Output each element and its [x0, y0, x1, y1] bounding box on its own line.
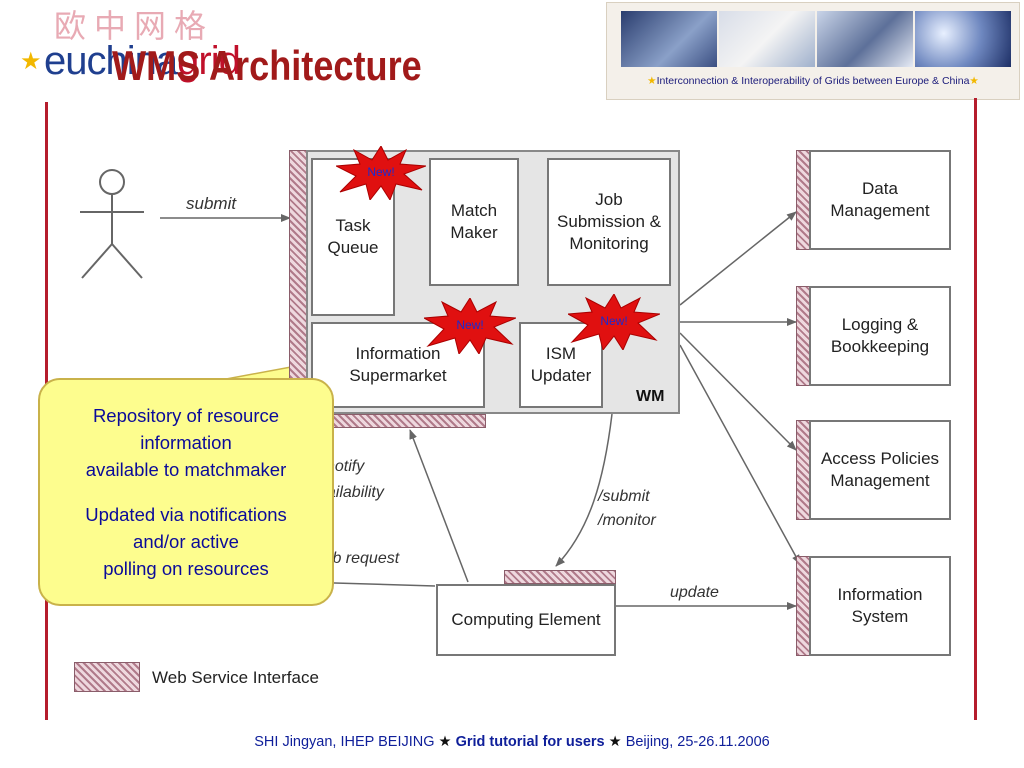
submit-monitor-label-1: /submit — [598, 488, 650, 505]
logging-bookkeeping-label: Logging & Bookkeeping — [830, 315, 930, 356]
wm-web-service-interface — [289, 150, 307, 414]
right-border-rule — [974, 98, 977, 720]
job-submission-box: Job Submission & Monitoring — [547, 158, 671, 286]
logo-part-grid: grid — [177, 39, 241, 83]
computing-element-ws-interface — [504, 570, 616, 584]
logging-bookkeeping-box: Logging & Bookkeeping — [809, 286, 951, 386]
callout-line-6: polling on resources — [103, 558, 269, 579]
match-maker-label: Match Maker — [450, 201, 498, 242]
submit-monitor-label-2: /monitor — [598, 512, 656, 529]
task-queue-label: Task Queue — [327, 216, 379, 257]
logging-ws-interface — [796, 286, 810, 386]
banner-photo-fiber — [915, 11, 1011, 67]
update-label: update — [670, 584, 719, 601]
legend-label: Web Service Interface — [152, 668, 319, 687]
job-request-label: job request — [320, 550, 400, 567]
banner-caption-text: Interconnection & Interoperability of Gr… — [656, 75, 970, 87]
computing-element-label: Computing Element — [451, 610, 601, 629]
computing-element-box: Computing Element — [436, 584, 616, 656]
information-system-label: Information System — [837, 585, 923, 626]
ism-updater-label: ISM Updater — [530, 344, 592, 385]
new-badge-text: New! — [600, 314, 628, 328]
banner-photo-people — [621, 11, 717, 67]
starburst-icon — [422, 296, 517, 356]
footer-author: SHI Jingyan, IHEP BEIJING — [254, 734, 435, 750]
starburst-icon — [566, 292, 661, 352]
page-title: WMS Architecture — [112, 42, 422, 89]
chinese-logo-text: 欧中网格 — [54, 7, 215, 45]
access-policies-label: Access Policies Management — [820, 449, 940, 490]
callout-line-3: available to matchmaker — [85, 459, 287, 480]
logo-part-euchina: euchina — [44, 39, 178, 83]
new-badge-text: New! — [456, 318, 484, 332]
footer-event: Grid tutorial for users — [455, 734, 605, 750]
data-management-ws-interface — [796, 150, 810, 250]
wm-label: WM — [636, 388, 665, 405]
information-supermarket-label: Information Supermarket — [349, 344, 447, 385]
submit-label: submit — [186, 194, 237, 213]
banner-photo-person — [817, 11, 913, 67]
new-badge-ism-updater: New! — [566, 292, 661, 352]
banner-photo-dna — [719, 11, 815, 67]
notify-label: notify — [326, 458, 365, 475]
callout-line-5: and/or active — [133, 531, 239, 552]
repository-callout: Repository of resource information avail… — [38, 378, 334, 606]
euchinagrid-logo: euchinagrid — [44, 38, 241, 84]
legend-swatch — [74, 662, 140, 692]
match-maker-box: Match Maker — [429, 158, 519, 286]
wm-to-information-system-arrow — [679, 344, 801, 565]
footer-place-date: Beijing, 25-26.11.2006 — [625, 734, 770, 750]
information-system-box: Information System — [809, 556, 951, 656]
computing-element-notify-arrow — [409, 429, 469, 583]
callout-line-4: Updated via notifications — [85, 504, 287, 525]
access-policies-box: Access Policies Management — [809, 420, 951, 520]
new-badge-matchmaker: New! — [422, 296, 517, 356]
user-actor-icon — [80, 169, 144, 279]
new-badge-task-queue: New! — [334, 144, 427, 202]
logo-star-icon: ★ — [20, 48, 42, 75]
data-management-label: Data Management — [830, 179, 930, 220]
information-system-ws-interface — [796, 556, 810, 656]
submit-monitor-arrow — [555, 413, 613, 567]
footer-star-icon: ★ — [438, 734, 452, 750]
project-banner: ★Interconnection & Interoperability of G… — [606, 2, 1020, 100]
starburst-icon — [334, 144, 427, 202]
callout-line-1: Repository of resource — [92, 405, 280, 426]
new-badge-text: New! — [367, 165, 395, 179]
access-policies-ws-interface — [796, 420, 810, 520]
banner-star-icon: ★ — [969, 75, 979, 87]
data-management-box: Data Management — [809, 150, 951, 250]
banner-photo-strip — [621, 11, 1011, 67]
callout-line-2: information — [140, 432, 232, 453]
ism-updater-box: ISM Updater — [519, 322, 603, 408]
wm-to-access-policies-arrow — [679, 332, 797, 451]
footer-star-icon: ★ — [608, 734, 622, 750]
footer: SHI Jingyan, IHEP BEIJING ★ Grid tutoria… — [0, 734, 1024, 750]
wm-to-data-management-arrow — [679, 211, 797, 306]
job-submission-label: Job Submission & Monitoring — [557, 190, 661, 253]
banner-caption: ★Interconnection & Interoperability of G… — [607, 75, 1019, 87]
banner-star-icon: ★ — [647, 75, 657, 87]
